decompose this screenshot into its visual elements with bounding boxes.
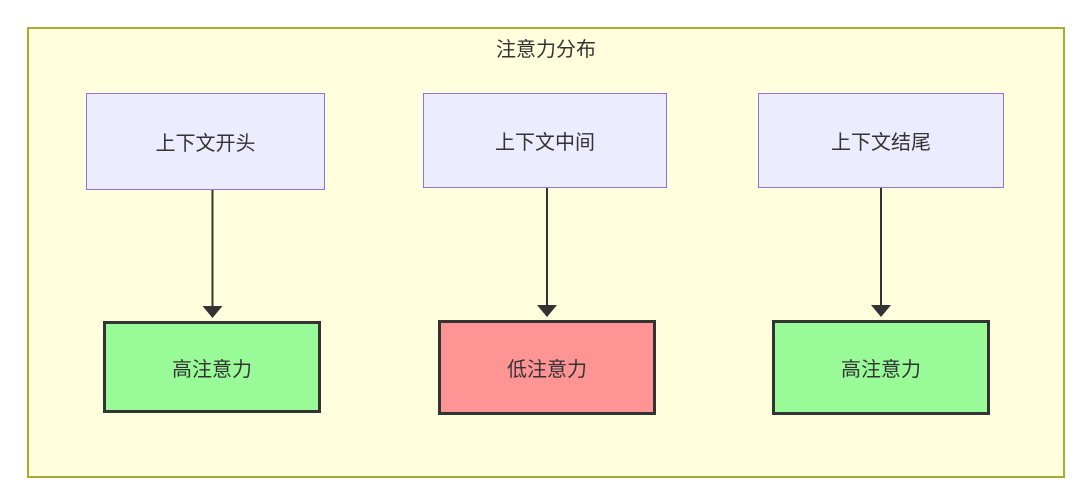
context-end-label: 上下文结尾 [831, 132, 931, 154]
high-attention-label-left: 高注意力 [172, 358, 252, 381]
low-attention-label: 低注意力 [507, 359, 587, 381]
high-attention-node-right: 高注意力 [772, 320, 990, 415]
high-attention-node-left: 高注意力 [103, 321, 321, 413]
low-attention-node: 低注意力 [438, 320, 656, 415]
context-start-label: 上下文开头 [155, 133, 256, 155]
context-start-node: 上下文开头 [86, 93, 325, 190]
context-middle-node: 上下文中间 [423, 93, 667, 188]
diagram-title: 注意力分布 [496, 39, 596, 61]
context-end-node: 上下文结尾 [758, 93, 1004, 188]
context-middle-label: 上下文中间 [495, 132, 595, 154]
high-attention-label-right: 高注意力 [841, 359, 921, 381]
